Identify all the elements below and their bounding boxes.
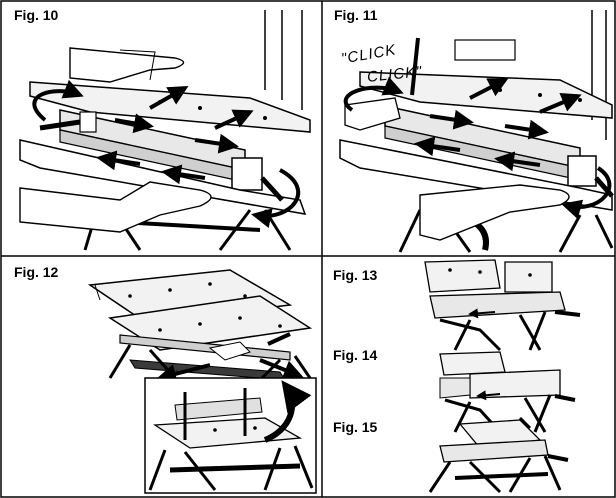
fig11-label: Fig. 11 — [334, 7, 378, 23]
fig10-illustration — [19, 10, 311, 251]
fig13-label: Fig. 13 — [333, 267, 378, 283]
fig14-illustration — [439, 351, 576, 434]
fig11-illustration — [339, 10, 614, 253]
fig10-label: Fig. 10 — [14, 7, 59, 23]
fig15-label: Fig. 15 — [333, 419, 378, 435]
fig12-illustration — [87, 269, 317, 494]
fig13-illustration — [424, 259, 581, 352]
fig15-illustration — [428, 419, 569, 494]
fig14-label: Fig. 14 — [333, 347, 378, 363]
fig12-label: Fig. 12 — [14, 264, 59, 280]
